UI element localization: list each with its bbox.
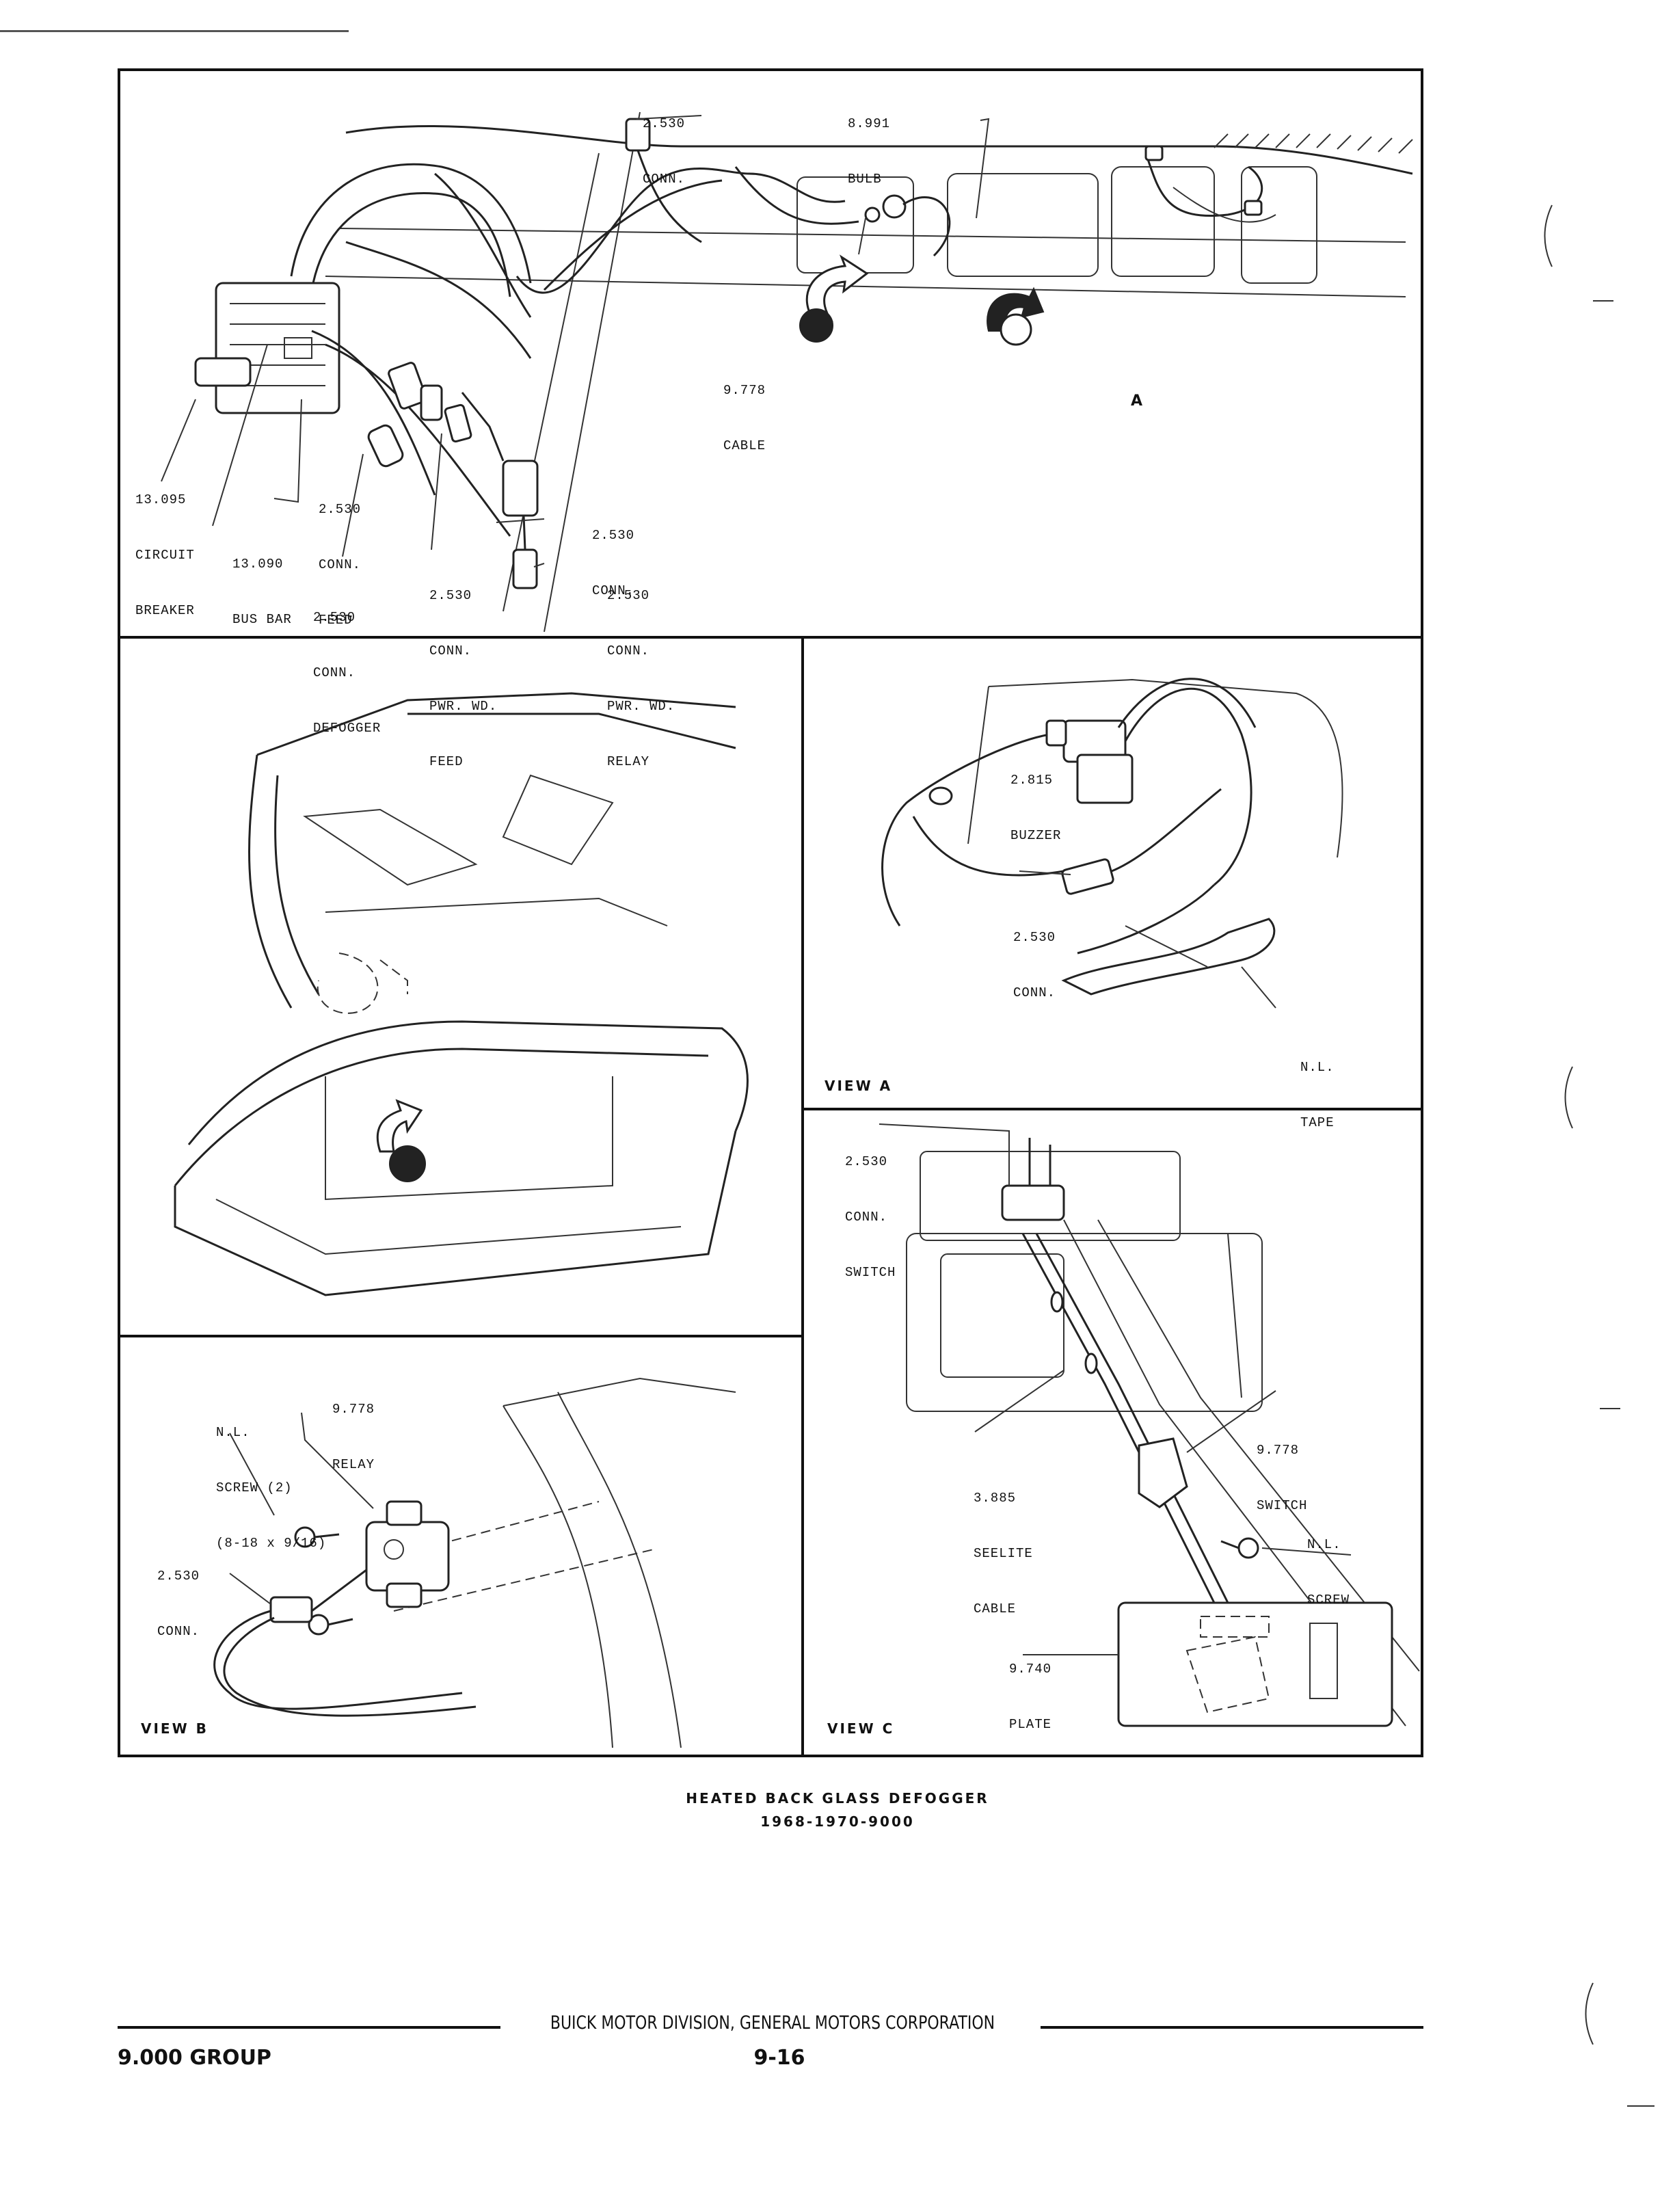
divider-left-mid — [118, 1335, 804, 1337]
scan-edge-line — [0, 30, 349, 32]
figure-caption-title: HEATED BACK GLASS DEFOGGER — [686, 1790, 989, 1807]
trunk-illustration — [174, 692, 749, 1296]
divider-right-mid — [801, 1108, 1423, 1110]
view-c-label-switch: 9.778 SWITCH — [1257, 1443, 1308, 1513]
buzzer-illustration — [881, 678, 1343, 1009]
footer-rule-left — [118, 2026, 500, 2029]
dash-wiring-illustration — [161, 111, 1413, 632]
trunk-panel: B — [120, 639, 801, 1335]
view-c-label-conn-switch: 2.530 CONN. SWITCH — [845, 1154, 896, 1280]
view-a-label-tape: N.L. TAPE — [1300, 1060, 1335, 1130]
view-b-panel: 9.778 RELAY N.L. SCREW (2) (8-18 x 9/16)… — [120, 1337, 801, 1755]
view-c-panel: 2.530 CONN. SWITCH 9.778 SWITCH 3.885 SE… — [804, 1110, 1423, 1755]
callout-c-letter: C — [827, 347, 839, 364]
label-conn-mid: 2.530 CONN. — [592, 528, 635, 598]
callout-a-letter: A — [1131, 392, 1143, 410]
label-bus-bar: 13.090 BUS BAR — [232, 557, 292, 627]
view-b-label-conn: 2.530 CONN. — [157, 1569, 200, 1639]
label-conn-defogger: 2.530 CONN. DEFOGGER — [313, 610, 381, 736]
footer-company: BUICK MOTOR DIVISION, GENERAL MOTORS COR… — [550, 2013, 995, 2034]
figure-caption-years: 1968-1970-9000 — [760, 1813, 915, 1830]
view-a-panel: 2.815 BUZZER 2.530 CONN. N.L. TAPE VIEW … — [804, 639, 1423, 1130]
label-conn-feed: 2.530 CONN. FEED — [319, 502, 362, 628]
view-a-label-buzzer: 2.815 BUZZER — [1010, 773, 1062, 843]
divider-vertical — [801, 636, 804, 1757]
footer-rule-right — [1041, 2026, 1423, 2029]
view-b-label-screw: N.L. SCREW (2) (8-18 x 9/16) — [216, 1425, 327, 1551]
label-conn-pwr-relay: 2.530 CONN. PWR. WD. RELAY — [607, 588, 675, 769]
diagram-frame — [118, 68, 1423, 1757]
view-a-label-conn: 2.530 CONN. — [1013, 930, 1056, 1000]
footer-page-number: 9-16 — [753, 2046, 805, 2070]
relay-illustration — [213, 1377, 736, 1748]
view-c-label-screw: N.L. SCREW — [1307, 1537, 1350, 1608]
footer-group: 9.000 GROUP — [118, 2046, 271, 2070]
divider-top — [118, 636, 1423, 639]
view-b-title: VIEW B — [141, 1720, 209, 1737]
label-conn-top: 2.530 CONN. — [643, 116, 686, 187]
callout-a-arrow — [987, 287, 1045, 346]
label-bulb: 8.991 BULB — [848, 116, 891, 187]
callout-c-arrow — [799, 254, 869, 343]
label-cable: 9.778 CABLE — [723, 383, 766, 453]
callout-b-arrow — [376, 1099, 426, 1182]
view-c-label-plate: 9.740 PLATE — [1009, 1662, 1052, 1732]
switch-illustration — [879, 1123, 1420, 1727]
label-circuit-breaker: 13.095 CIRCUIT BREAKER — [135, 492, 195, 618]
view-b-label-relay: 9.778 RELAY — [332, 1402, 375, 1472]
label-conn-pwr-feed: 2.530 CONN. PWR. WD. FEED — [429, 588, 498, 769]
top-panel-dash-wiring: 2.530 CONN. 8.991 BULB 9.778 CABLE 13.09… — [120, 71, 1421, 769]
view-c-title: VIEW C — [827, 1720, 895, 1737]
view-a-title: VIEW A — [825, 1078, 893, 1094]
callout-b-letter: B — [520, 1154, 531, 1171]
view-c-label-seelite-cable: 3.885 SEELITE CABLE — [974, 1491, 1033, 1616]
